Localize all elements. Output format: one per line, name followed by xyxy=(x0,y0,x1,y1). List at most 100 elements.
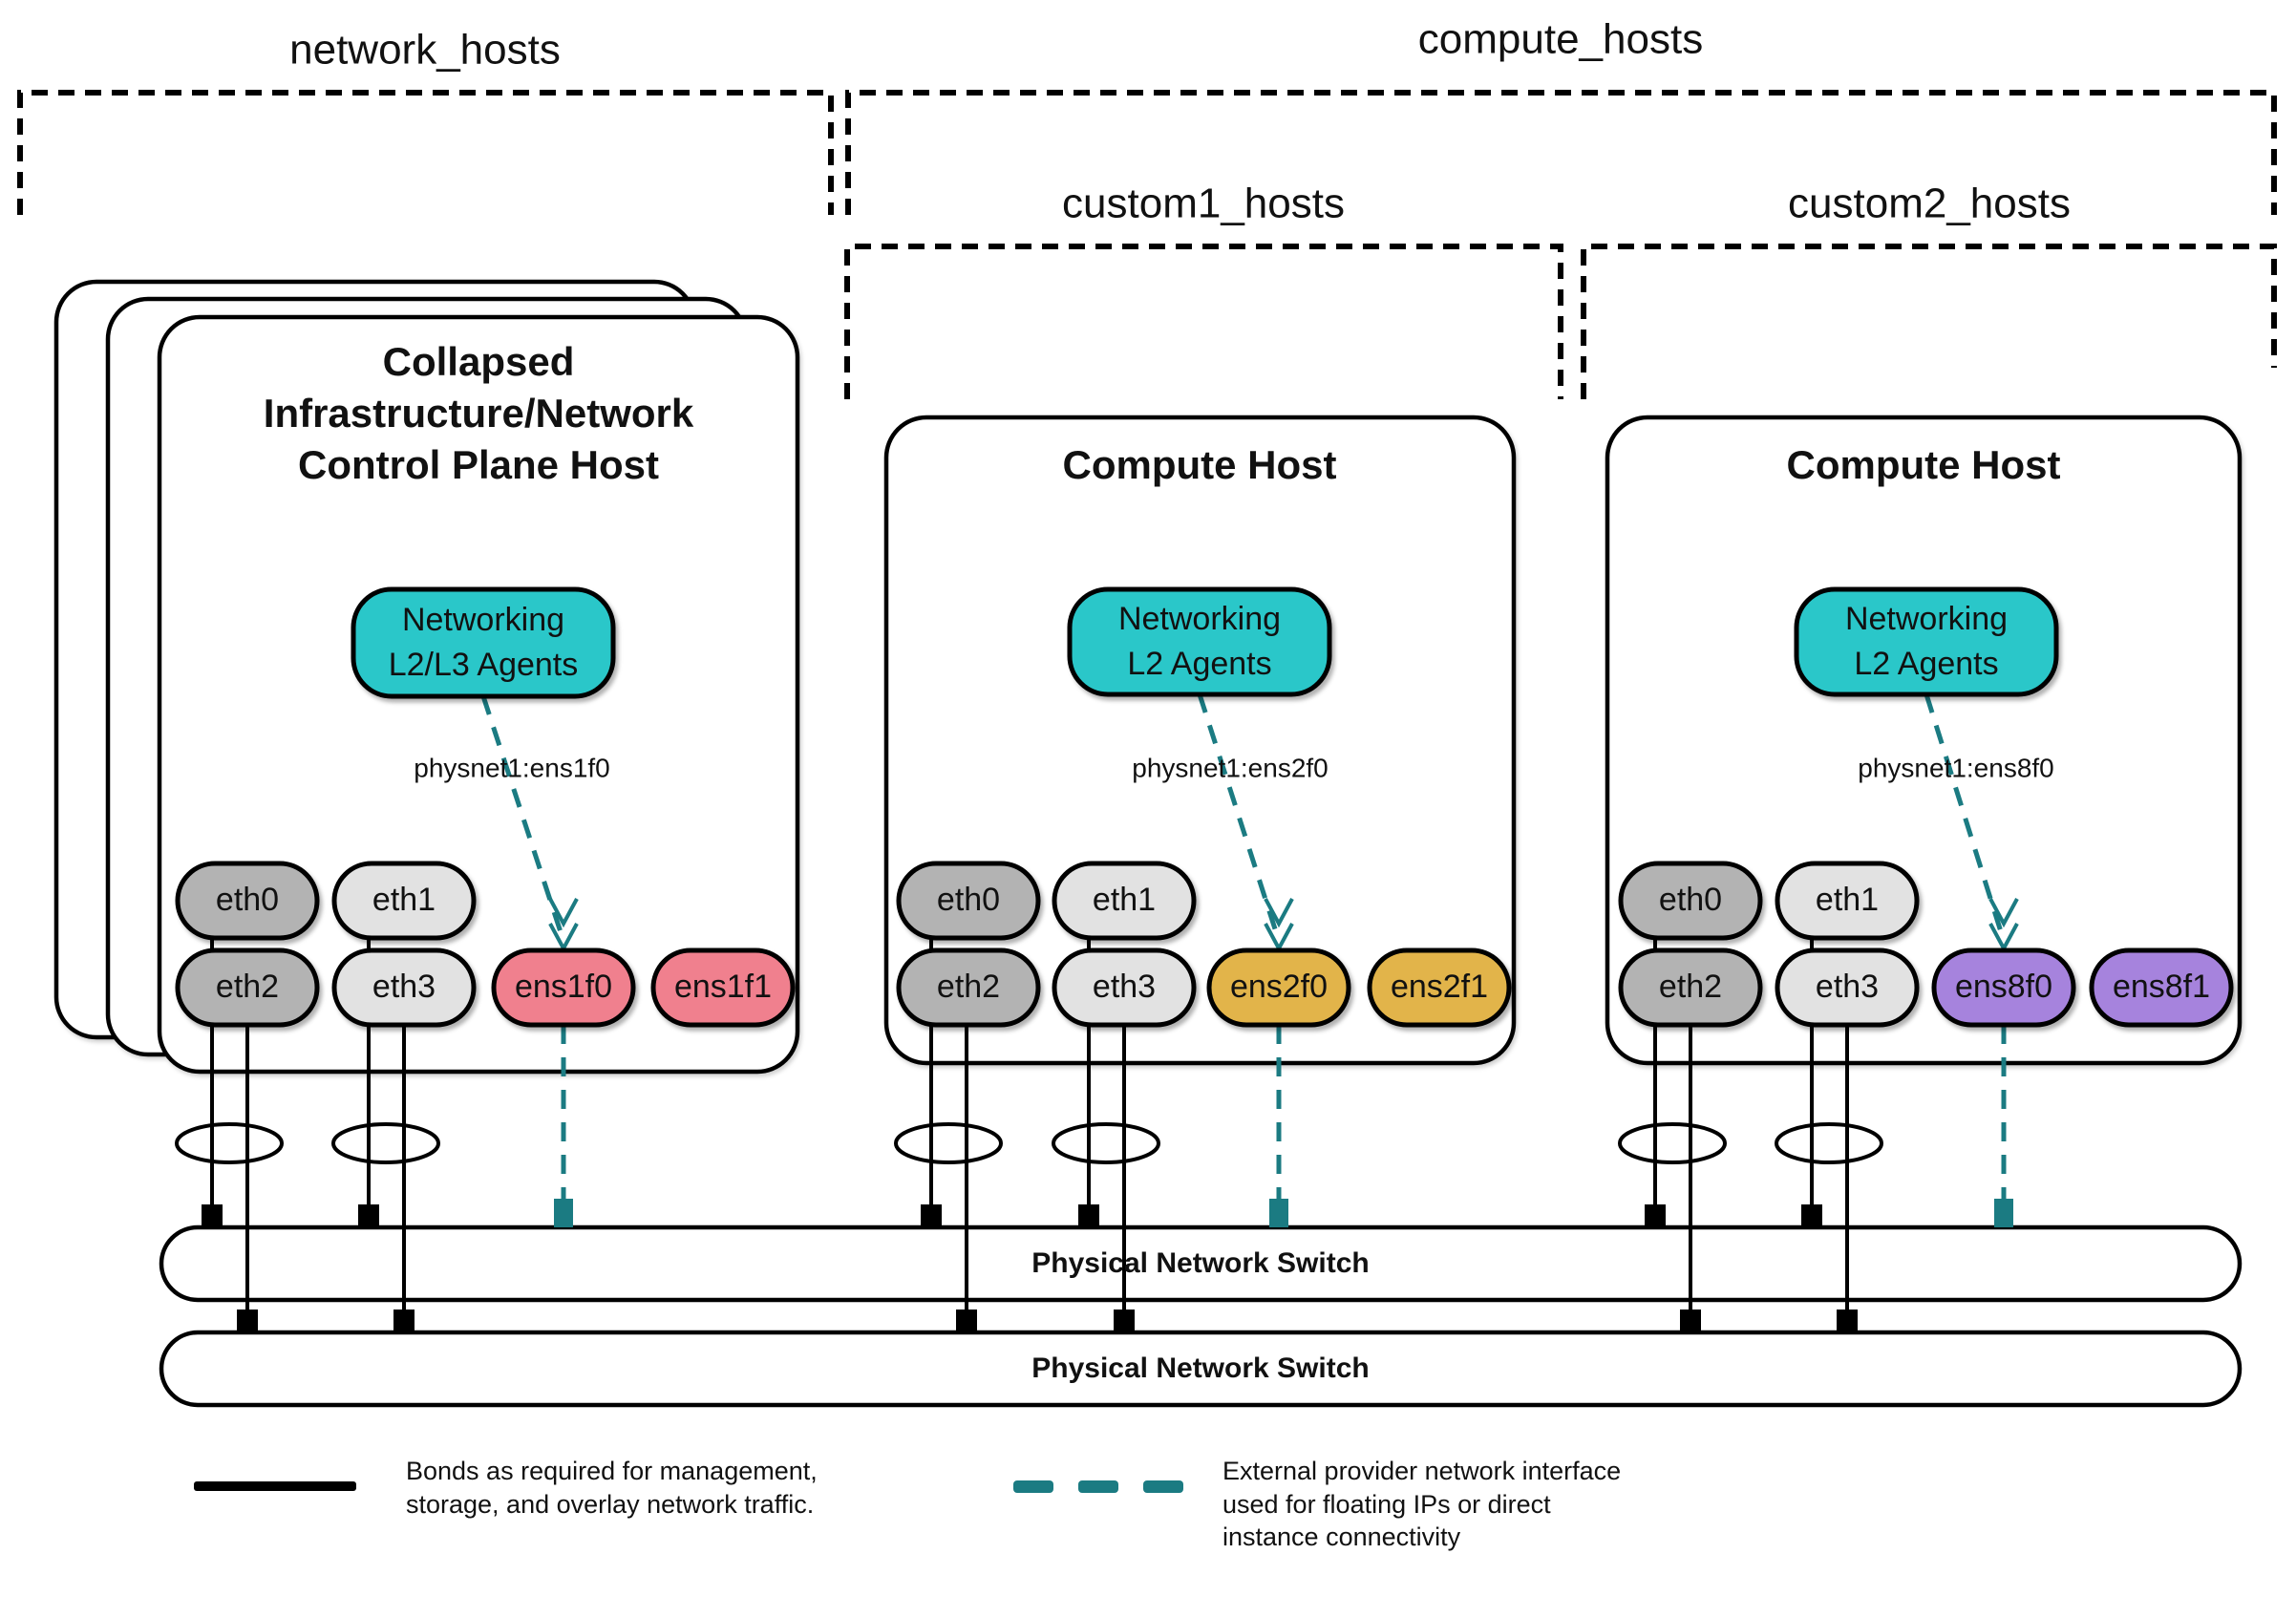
provider-arrowhead-icon xyxy=(1988,898,2019,928)
compute-host-1-box xyxy=(883,415,1517,1066)
nic-pill-ens2f1 xyxy=(1367,948,1512,1028)
legend-provider-swatch xyxy=(1143,1480,1183,1493)
switch1-provider-connector xyxy=(554,1199,573,1227)
switch2-port-connector xyxy=(1680,1310,1701,1332)
network-hosts-label: network_hosts xyxy=(289,27,561,74)
switch1-port-connector xyxy=(921,1204,942,1227)
legend-provider-text-line3: instance connectivity xyxy=(1222,1522,1461,1551)
nic-pill-eth3 xyxy=(1775,948,1920,1028)
nic-pill-eth1 xyxy=(1775,861,1920,941)
physical-switch-bar-1 xyxy=(159,1224,2243,1303)
physnet-label-compute2: physnet1:ens8f0 xyxy=(1858,753,2054,782)
switch1-port-connector xyxy=(358,1204,379,1227)
compute-hosts-bracket xyxy=(845,90,2277,215)
nic-pill-ens1f1 xyxy=(650,948,796,1028)
nic-label: eth3 xyxy=(1093,969,1156,1005)
nic-label: eth3 xyxy=(1816,969,1879,1005)
legend-provider-text-line1: External provider network interface xyxy=(1222,1457,1621,1485)
switch1-provider-connector xyxy=(1994,1199,2013,1227)
compute-hosts-label: compute_hosts xyxy=(1418,16,1703,63)
nic-label: eth1 xyxy=(1816,882,1879,918)
agent-label-line2: L2 Agents xyxy=(1127,646,1271,682)
switch1-port-connector xyxy=(1801,1204,1822,1227)
nic-label: ens2f1 xyxy=(1391,969,1488,1005)
bond-ellipse xyxy=(175,1122,284,1164)
legend: Bonds as required for management, storag… xyxy=(194,1457,1621,1551)
switch1-port-connector xyxy=(202,1204,223,1227)
nic-label: eth0 xyxy=(1659,882,1722,918)
provider-arrowhead-icon xyxy=(548,898,579,928)
nic-label: eth1 xyxy=(372,882,436,918)
legend-bond-swatch xyxy=(194,1481,356,1491)
bond-ellipse xyxy=(1618,1122,1727,1164)
compute-host-2-title: Compute Host xyxy=(1787,442,2061,487)
switch2-port-connector xyxy=(1837,1310,1858,1332)
switch2-port-connector xyxy=(1114,1310,1135,1332)
switch1-label: Physical Network Switch xyxy=(1031,1247,1369,1279)
switch2-label: Physical Network Switch xyxy=(1031,1352,1369,1384)
legend-provider-swatch xyxy=(1078,1480,1118,1493)
control-host-title-line1: Collapsed xyxy=(383,339,575,384)
physical-switch-bar-2 xyxy=(159,1330,2243,1408)
nic-pill-eth1 xyxy=(1052,861,1197,941)
custom2-hosts-bracket xyxy=(1581,244,2277,399)
nic-label: eth0 xyxy=(937,882,1000,918)
nic-pill-eth3 xyxy=(331,948,477,1028)
nic-pill-eth2 xyxy=(896,948,1041,1028)
nic-label: ens8f1 xyxy=(2113,969,2210,1005)
legend-provider-text-line2: used for floating IPs or direct xyxy=(1222,1490,1551,1519)
nic-pill-eth0 xyxy=(1618,861,1763,941)
custom1-hosts-bracket xyxy=(844,244,1563,399)
switch2-port-connector xyxy=(956,1310,977,1332)
bond-ellipse xyxy=(1775,1122,1883,1164)
switch1-port-connector xyxy=(1645,1204,1666,1227)
nic-pill-eth0 xyxy=(896,861,1041,941)
nic-pill-eth1 xyxy=(331,861,477,941)
physnet-label-compute1: physnet1:ens2f0 xyxy=(1132,753,1329,782)
bond-ellipse xyxy=(894,1122,1003,1164)
nic-pill-eth0 xyxy=(175,861,320,941)
nic-label: eth2 xyxy=(216,969,279,1005)
nic-label: eth3 xyxy=(372,969,436,1005)
custom2-hosts-label: custom2_hosts xyxy=(1788,181,2071,227)
agent-label-line2: L2 Agents xyxy=(1854,646,1998,682)
bond-ellipse xyxy=(331,1122,440,1164)
nic-pill-eth2 xyxy=(175,948,320,1028)
agent-label-line2: L2/L3 Agents xyxy=(389,647,579,683)
nic-pill-ens8f0 xyxy=(1931,948,2076,1028)
nic-label: ens1f1 xyxy=(674,969,772,1005)
physnet-label-control: physnet1:ens1f0 xyxy=(414,753,610,782)
nic-label: ens2f0 xyxy=(1230,969,1328,1005)
nic-pill-eth3 xyxy=(1052,948,1197,1028)
nic-label: eth2 xyxy=(1659,969,1722,1005)
nic-pill-ens1f0 xyxy=(491,948,636,1028)
switch1-port-connector xyxy=(1078,1204,1099,1227)
nic-pill-eth2 xyxy=(1618,948,1763,1028)
nic-label: eth1 xyxy=(1093,882,1156,918)
control-host-title-line2: Infrastructure/Network xyxy=(264,391,694,436)
nic-label: ens1f0 xyxy=(515,969,612,1005)
agent-pill-control xyxy=(351,586,616,699)
agent-pill-compute2 xyxy=(1794,586,2059,697)
bond-ellipse xyxy=(1052,1122,1160,1164)
nic-label: ens8f0 xyxy=(1955,969,2052,1005)
switch1-provider-connector xyxy=(1269,1199,1288,1227)
compute-host-2-box xyxy=(1605,415,2243,1066)
switch2-port-connector xyxy=(237,1310,258,1332)
nic-label: eth0 xyxy=(216,882,279,918)
nic-label: eth2 xyxy=(937,969,1000,1005)
legend-bond-text-line1: Bonds as required for management, xyxy=(406,1457,818,1485)
nic-pill-ens2f0 xyxy=(1206,948,1351,1028)
agent-label-line1: Networking xyxy=(1845,601,2008,637)
compute-host-1-title: Compute Host xyxy=(1063,442,1337,487)
legend-provider-swatch xyxy=(1013,1480,1053,1493)
custom1-hosts-label: custom1_hosts xyxy=(1062,181,1345,227)
network-hosts-bracket xyxy=(17,90,834,215)
provider-arrowhead-icon xyxy=(1264,898,1294,928)
switch2-port-connector xyxy=(393,1310,415,1332)
control-host-title-line3: Control Plane Host xyxy=(298,442,659,487)
nic-pill-ens8f1 xyxy=(2089,948,2234,1028)
agent-label-line1: Networking xyxy=(1118,601,1281,637)
legend-bond-text-line2: storage, and overlay network traffic. xyxy=(406,1490,814,1519)
